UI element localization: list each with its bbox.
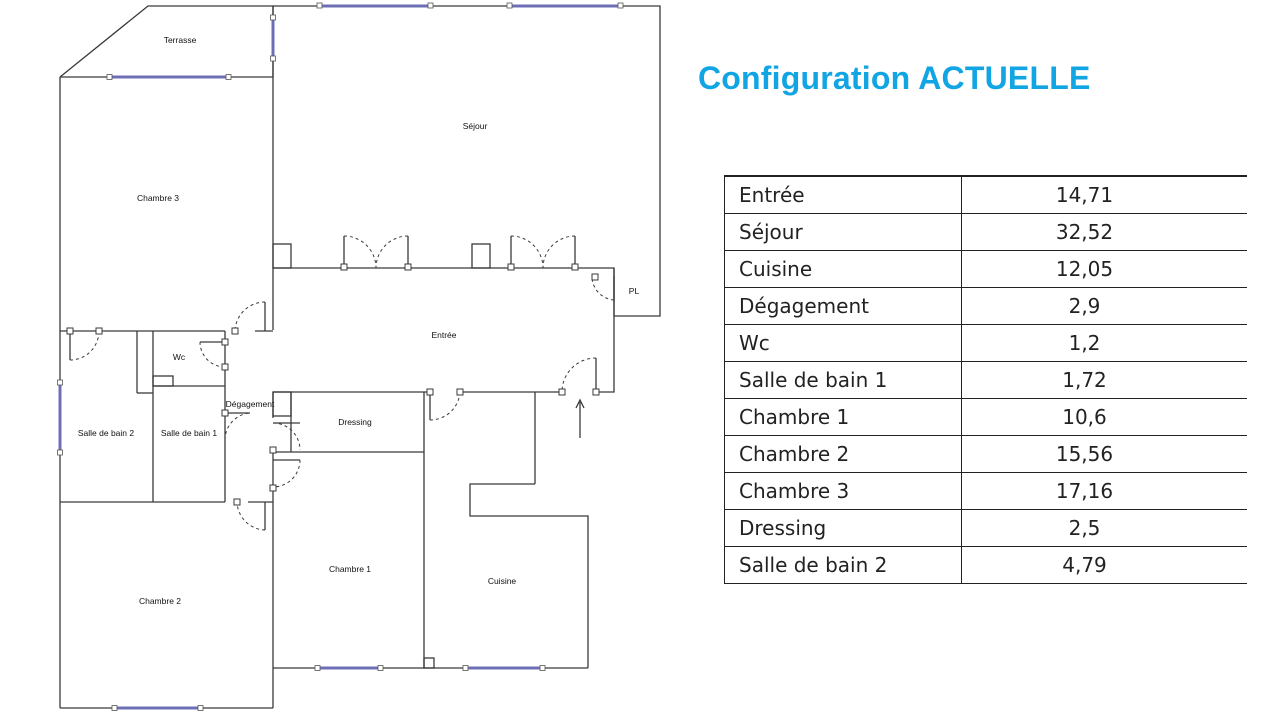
room-name-cell: Dégagement <box>724 287 962 325</box>
room-area-cell: 17,16 <box>961 472 1247 510</box>
floor-plan: Terrasse Séjour Chambre 3 Entrée PL Wc S… <box>57 2 661 711</box>
room-area-cell: 1,2 <box>961 324 1247 362</box>
label-chambre3: Chambre 3 <box>137 193 179 203</box>
label-chambre1: Chambre 1 <box>329 564 371 574</box>
label-sdb2: Salle de bain 2 <box>78 428 135 438</box>
room-name-cell: Entrée <box>724 175 962 214</box>
room-labels: Terrasse Séjour Chambre 3 Entrée PL Wc S… <box>78 35 640 606</box>
room-area-cell: 4,79 <box>961 546 1247 584</box>
room-area-cell: 2,9 <box>961 287 1247 325</box>
label-terrasse: Terrasse <box>164 35 197 45</box>
room-area-cell: 14,71 <box>961 175 1247 214</box>
page-title: Configuration ACTUELLE <box>698 60 1091 96</box>
label-degagement: Dégagement <box>226 399 275 409</box>
room-area-cell: 12,05 <box>961 250 1247 288</box>
windows <box>57 2 624 711</box>
label-entree: Entrée <box>431 330 456 340</box>
room-name-cell: Chambre 2 <box>724 435 962 473</box>
doors <box>66 235 615 531</box>
room-area-cell: 10,6 <box>961 398 1247 436</box>
label-wc: Wc <box>173 352 186 362</box>
label-pl: PL <box>629 286 640 296</box>
room-name-cell: Dressing <box>724 509 962 547</box>
label-cuisine: Cuisine <box>488 576 517 586</box>
room-name-cell: Chambre 1 <box>724 398 962 436</box>
label-chambre2: Chambre 2 <box>139 596 181 606</box>
room-area-cell: 2,5 <box>961 509 1247 547</box>
room-area-cell: 1,72 <box>961 361 1247 399</box>
room-area-cell: 15,56 <box>961 435 1247 473</box>
room-name-cell: Salle de bain 1 <box>724 361 962 399</box>
room-area-cell: 32,52 <box>961 213 1247 251</box>
label-dressing: Dressing <box>338 417 372 427</box>
label-sejour: Séjour <box>463 121 488 131</box>
room-name-cell: Cuisine <box>724 250 962 288</box>
room-name-cell: Chambre 3 <box>724 472 962 510</box>
room-name-cell: Salle de bain 2 <box>724 546 962 584</box>
room-name-cell: Wc <box>724 324 962 362</box>
walls <box>59 5 661 709</box>
room-name-cell: Séjour <box>724 213 962 251</box>
label-sdb1: Salle de bain 1 <box>161 428 218 438</box>
